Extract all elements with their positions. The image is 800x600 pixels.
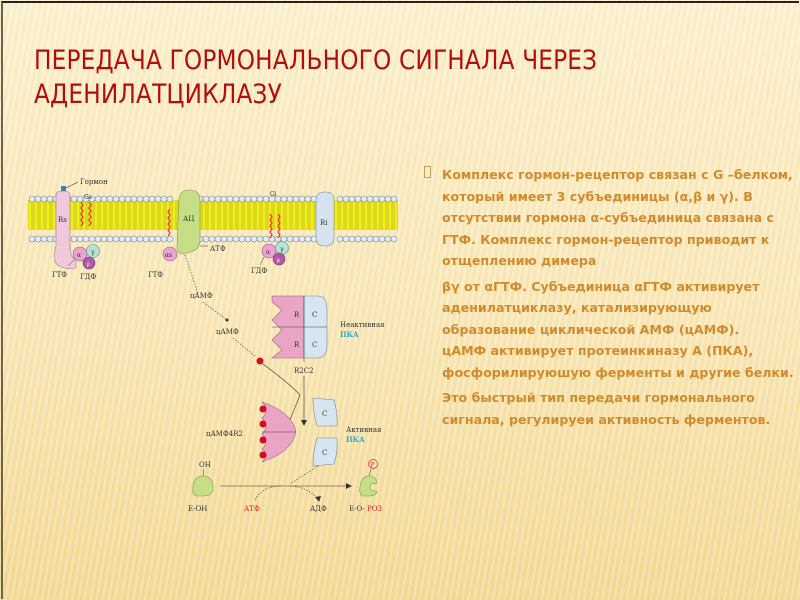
svg-text:C: C xyxy=(322,449,327,457)
svg-text:C: C xyxy=(322,410,327,418)
svg-text:Гормон: Гормон xyxy=(80,178,108,186)
paragraph-3: цАМФ активирует протеинкиназу А (ПКА), ф… xyxy=(442,343,794,380)
svg-text:ГТФ: ГТФ xyxy=(148,271,163,279)
svg-text:β: β xyxy=(277,258,280,264)
svg-text:γ: γ xyxy=(91,249,95,256)
svg-text:АТФ: АТФ xyxy=(210,245,226,253)
svg-text:АЦ: АЦ xyxy=(183,215,194,223)
svg-text:ГДФ: ГДФ xyxy=(80,273,96,281)
bullet-icon xyxy=(424,166,431,178)
adenylate-cyclase-diagram: Гормон Rs Gs α γ β ГТФ ГДФ αs ГТФ АЦ АТФ… xyxy=(28,178,398,513)
svg-text:Е-ОН: Е-ОН xyxy=(188,505,207,513)
alpha-s-subunit: αs ГТФ xyxy=(148,208,178,279)
cell-membrane xyxy=(28,195,398,243)
svg-text:Ri: Ri xyxy=(320,219,328,227)
svg-text:цАМФ4R2: цАМФ4R2 xyxy=(206,430,243,438)
svg-text:РО3: РО3 xyxy=(367,505,382,513)
svg-text:αs: αs xyxy=(165,252,172,259)
svg-text:α: α xyxy=(266,249,270,256)
active-pka: цАМФ4R2 C C Активная ПКА xyxy=(206,397,382,467)
svg-text:ПКА: ПКА xyxy=(346,435,365,444)
receptor-ri: Ri xyxy=(315,191,335,247)
slide-title: ПЕРЕДАЧА ГОРМОНАЛЬНОГО СИГНАЛА ЧЕРЕЗ АДЕ… xyxy=(34,45,598,110)
svg-text:ГДФ: ГДФ xyxy=(251,267,267,275)
svg-text:цАМФ: цАМФ xyxy=(190,292,213,300)
svg-text:R: R xyxy=(294,311,300,319)
svg-text:Gi: Gi xyxy=(270,191,277,198)
svg-text:γ: γ xyxy=(280,246,284,253)
svg-text:R2C2: R2C2 xyxy=(294,367,314,375)
svg-text:Неактивная: Неактивная xyxy=(340,321,385,329)
inactive-pka: R C R C Неактивная ПКА R2C2 xyxy=(271,295,385,426)
svg-text:Активная: Активная xyxy=(346,426,382,434)
svg-text:C: C xyxy=(312,311,317,319)
svg-text:R: R xyxy=(294,341,300,349)
g-protein-right: Gi α γ β ГДФ xyxy=(251,191,289,275)
enzyme-phosphorylation: OH Е-ОН АТФ АДФ P Е-О- РО3 xyxy=(188,459,382,513)
svg-text:C: C xyxy=(312,341,317,349)
svg-text:α: α xyxy=(77,252,81,259)
paragraph-1: Комплекс гормон-рецептор связан с G –бел… xyxy=(442,167,793,268)
svg-text:ПКА: ПКА xyxy=(340,330,359,339)
svg-text:β: β xyxy=(87,262,90,268)
body-text: Комплекс гормон-рецептор связан с G –бел… xyxy=(424,164,800,430)
svg-text:Gs: Gs xyxy=(84,194,92,201)
g-protein-left: α γ β ГТФ ГДФ xyxy=(52,201,100,281)
hormone-receptor-rs: Гормон Rs Gs xyxy=(54,178,108,269)
svg-text:цАМФ: цАМФ xyxy=(216,328,239,336)
paragraph-2: βγ от αГТФ. Субъединица αГТФ активирует … xyxy=(442,278,760,337)
svg-text:Rs: Rs xyxy=(58,216,67,224)
adenylate-cyclase: АЦ АТФ xyxy=(176,189,226,294)
svg-text:OH: OH xyxy=(199,461,211,469)
svg-text:Е-О-: Е-О- xyxy=(349,505,365,513)
paragraph-4: Это быстрый тип передачи гормонального с… xyxy=(442,390,771,427)
svg-text:АДФ: АДФ xyxy=(310,505,327,513)
svg-text:P: P xyxy=(370,462,374,469)
svg-text:АТФ: АТФ xyxy=(244,505,260,513)
camp-pathway: цАМФ цАМФ xyxy=(190,292,301,421)
svg-text:ГТФ: ГТФ xyxy=(52,271,67,279)
